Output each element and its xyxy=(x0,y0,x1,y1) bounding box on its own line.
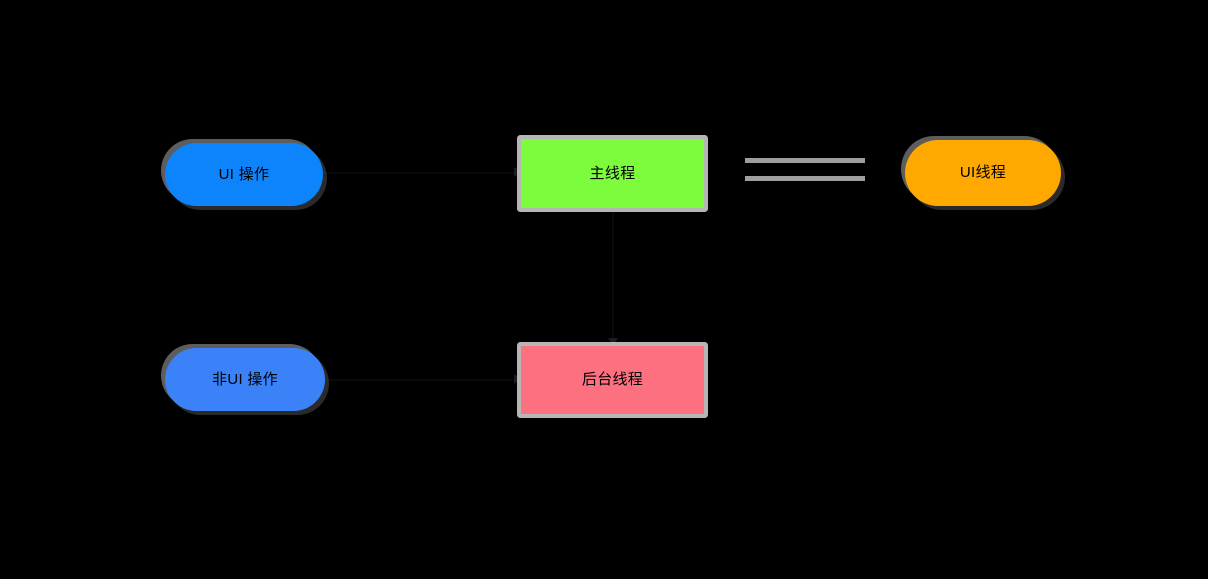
node-ui-thread-label: UI线程 xyxy=(959,164,1007,181)
node-background-thread[interactable]: 后台线程 xyxy=(521,346,704,414)
node-ui-operation[interactable]: UI 操作 xyxy=(165,143,323,206)
arrowhead-into-background-thread xyxy=(514,374,522,384)
connector-main-thread-to-ui-thread-bottom xyxy=(745,176,865,181)
connector-ui-operation-to-main-thread xyxy=(323,172,521,174)
connector-main-thread-to-ui-thread-top xyxy=(745,158,865,163)
node-nonui-operation[interactable]: 非UI 操作 xyxy=(165,348,325,411)
node-nonui-operation-label: 非UI 操作 xyxy=(212,370,278,388)
node-background-thread-label: 后台线程 xyxy=(581,371,644,388)
node-ui-operation-label: UI 操作 xyxy=(218,165,270,183)
node-main-thread[interactable]: 主线程 xyxy=(521,139,704,208)
node-ui-thread[interactable]: UI线程 xyxy=(905,140,1061,206)
connector-main-thread-to-background-thread xyxy=(612,208,614,346)
node-main-thread-label: 主线程 xyxy=(589,164,636,182)
arrowhead-into-main-thread xyxy=(514,167,522,177)
connector-nonui-operation-to-background-thread xyxy=(325,379,521,381)
arrowhead-main-thread-to-background-thread xyxy=(608,338,618,346)
